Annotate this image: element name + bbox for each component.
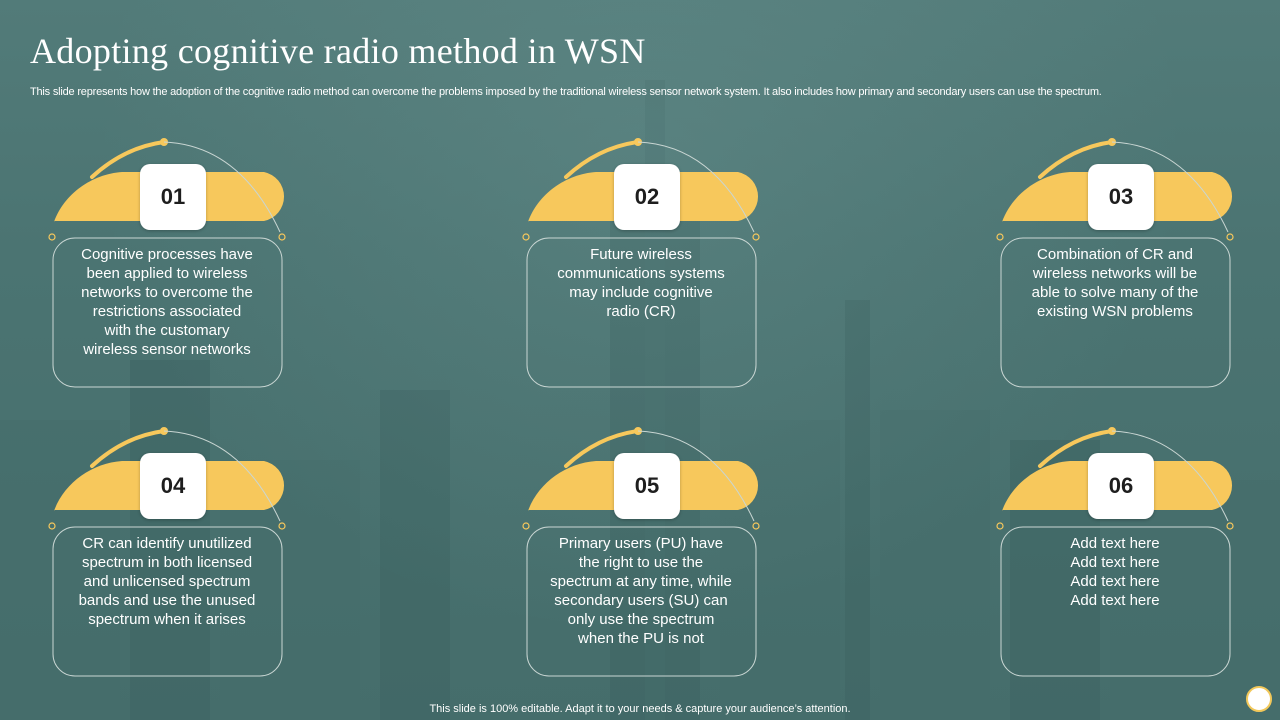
card-03: 03 Combination of CR and wireless networ… <box>996 138 1240 392</box>
slide-title: Adopting cognitive radio method in WSN <box>30 31 646 71</box>
card-text: Primary users (PU) have the right to use… <box>550 535 732 647</box>
card-05: 05 Primary users (PU) have the right to … <box>522 427 766 681</box>
card-02: 02 Future wireless communications system… <box>522 138 766 392</box>
card-text: Add text here Add text here Add text her… <box>1070 535 1160 609</box>
slide-subtitle: This slide represents how the adoption o… <box>30 86 1102 98</box>
card-01: 01 Cognitive processes have been applied… <box>48 138 292 392</box>
card-number: 02 <box>614 164 680 230</box>
corner-circle-icon <box>1246 686 1272 712</box>
card-06: 06 Add text here Add text here Add text … <box>996 427 1240 681</box>
card-text: Future wireless communications systems m… <box>557 246 725 320</box>
card-number: 06 <box>1088 453 1154 519</box>
card-number: 03 <box>1088 164 1154 230</box>
card-number: 04 <box>140 453 206 519</box>
footer-note: This slide is 100% editable. Adapt it to… <box>429 703 851 715</box>
card-text: CR can identify unutilized spectrum in b… <box>78 535 256 628</box>
card-text: Cognitive processes have been applied to… <box>81 246 253 358</box>
card-04: 04 CR can identify unutilized spectrum i… <box>48 427 292 681</box>
card-text: Combination of CR and wireless networks … <box>1031 246 1199 320</box>
card-number: 01 <box>140 164 206 230</box>
card-number: 05 <box>614 453 680 519</box>
